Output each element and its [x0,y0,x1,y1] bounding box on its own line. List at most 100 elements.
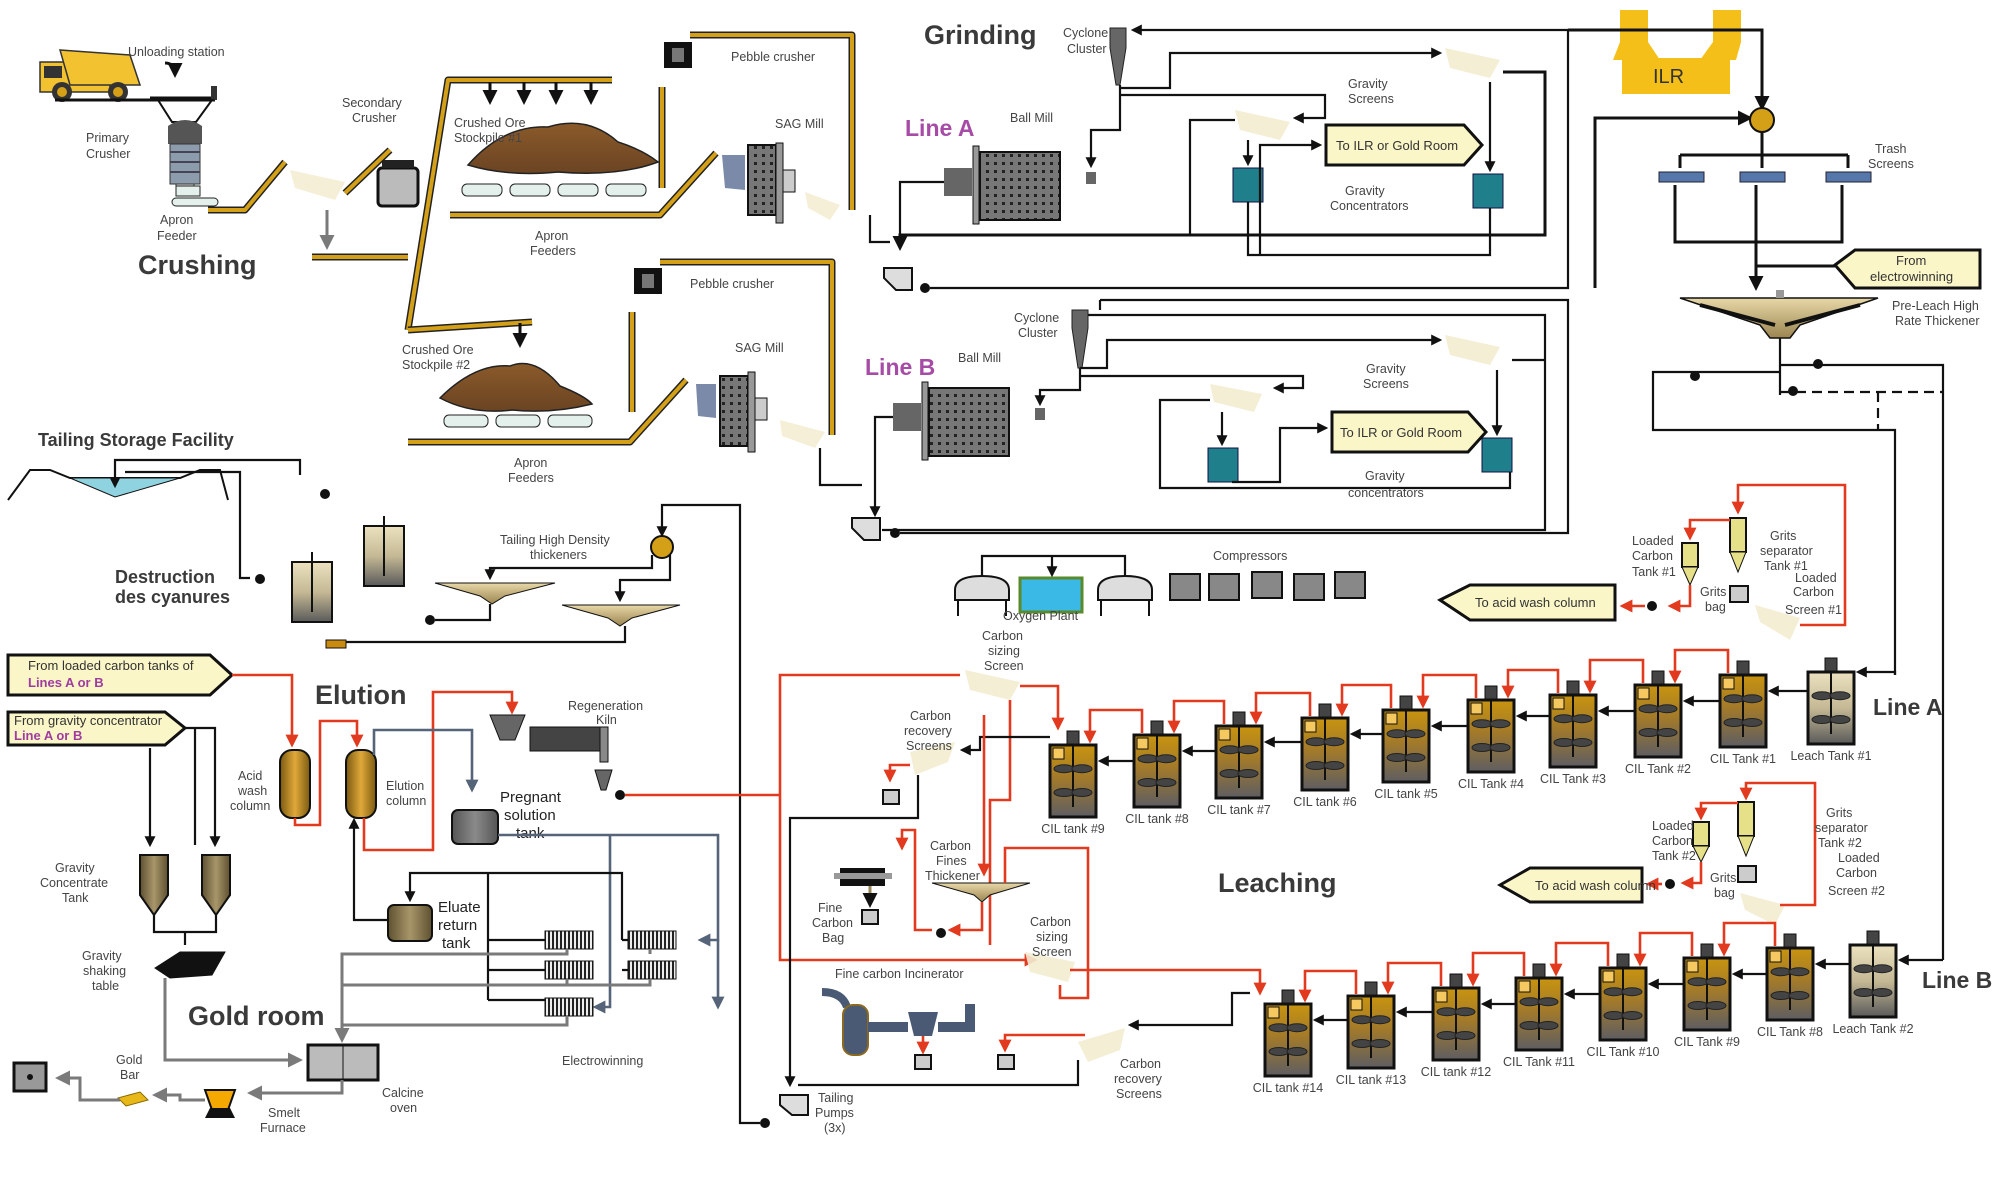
carbon-recovery-a-label-2: recovery [904,724,953,738]
carbon-transfer [1549,941,1610,977]
cil-tank-a-3: CIL Tank #3 [1540,680,1606,786]
flow-line [1678,132,1850,168]
grits-bag-1-icon [1729,585,1749,603]
carbon-transfer [1381,961,1443,995]
carbon-sizing-b-label-3: Screen [1032,945,1072,959]
pebble-crusher-b-label: Pebble crusher [690,277,774,291]
svg-text:Line A or B: Line A or B [14,728,82,743]
pump-icon [320,489,330,499]
carbon-transfer [1298,969,1358,1003]
carbon-fines-label-3: Thickener [925,869,980,883]
cil-tank-a-8: CIL tank #8 [1125,720,1189,826]
sag-mill-a-label: SAG Mill [775,117,824,131]
distribution-box-icon [1749,107,1775,133]
feeder-conveyor-2 [408,377,689,446]
carbon-transfer [1501,668,1560,699]
gold-sludge-line [340,949,652,1030]
section-title-elution: Elution [315,680,406,710]
calcine-oven-label-1: Calcine [382,1086,424,1100]
gravity-screens-b-label-2: Screens [1363,377,1409,391]
carbon-flow-line [1070,968,1267,996]
acid-wash-label-3: column [230,799,270,813]
flow-line [1258,139,1323,255]
ilr-area: ILR Trash Screens From electrowinning Pr… [1568,10,1982,960]
pre-leach-thickener-icon [1679,290,1879,339]
sump-pump-b-icon [851,517,900,541]
tailing-thickeners-label-2: thickeners [530,548,587,562]
carbon-sizing-a-label-1: Carbon [982,629,1023,643]
svg-text:To acid wash column: To acid wash column [1535,878,1656,893]
eluate-return-tank-icon [387,904,433,942]
ilr-icon [1613,10,1741,94]
main-conveyor [404,76,612,334]
flow-line [109,458,302,489]
loaded-carbon-tank-2-label-1: Loaded [1652,819,1694,833]
elution-column-label-2: column [386,794,426,808]
distribution-box-icon [650,535,674,559]
stockpile-1-label-1: Crushed Ore [454,116,526,130]
loaded-carbon-tank-2-label-2: Carbon [1652,834,1693,848]
fine-carbon-bag-label-2: Carbon [812,916,853,930]
carbon-fines-label-1: Carbon [930,839,971,853]
solution-flow-line [372,728,479,793]
screen-icon [805,192,840,220]
cil-tank-b-5-label: CIL tank #12 [1421,1065,1491,1079]
sump-icon [325,639,347,649]
conveyor [312,147,408,261]
elution-column-icon [345,749,377,819]
leach-line-a-label: Line A [1873,694,1942,720]
shaking-table-label-3: table [92,979,119,993]
cyclone-b-label-1: Cyclone [1014,311,1059,325]
flow-line [152,915,218,945]
cyclone-a-icon [1109,27,1127,86]
calcine-oven-label-2: oven [390,1101,417,1115]
svg-text:From: From [1896,253,1926,268]
screen-icon [290,170,345,200]
leach-line-b-label: Line B [1922,967,1992,993]
pump-icon [936,928,946,938]
carbon-recovery-screen-a-icon [910,742,955,775]
tailing-storage-title: Tailing Storage Facility [38,430,234,450]
oxygen-plant-icon [954,554,1153,616]
gold-bar-icon [117,1091,149,1107]
carbon-sizing-b-label-2: sizing [1036,930,1068,944]
gct-label-2: Concentrate [40,876,108,890]
carbon-transfer [1466,951,1526,987]
carbon-recovery-b-label-1: Carbon [1120,1057,1161,1071]
loaded-carbon-screen-1-label-2: Carbon [1793,585,1834,599]
tailing-thickeners-label-1: Tailing High Density [500,533,611,547]
cil-tank-a-6: CIL tank #6 [1293,703,1357,809]
carbon-transfer [1583,658,1645,694]
fine-carbon-incinerator-icon [821,988,975,1056]
carbon-flow-line [232,673,299,748]
svg-text:From gravity concentrator: From gravity concentrator [14,713,163,728]
pebble-crusher-b-icon [634,268,662,294]
pregnant-tank-label-2: solution [504,807,556,824]
grinding-line-b-label: Line B [865,354,935,380]
carbon-transfer [1167,699,1226,734]
grits-separator-2-label-3: Tank #2 [1818,836,1862,850]
pregnant-tank-label-3: tank [516,825,545,842]
ball-mill-b-icon [893,381,1045,461]
leach-tank-1-label: Leach Tank #1 [1790,749,1871,763]
trash-screens-label-2: Screens [1868,157,1914,171]
gold-flow-line [247,1080,344,1101]
cil-tank-b-6: CIL tank #13 [1336,981,1406,1087]
trash-screens-icons [1658,171,1872,183]
secondary-crusher-label-1: Secondary [342,96,403,110]
ball-mill-b-label: Ball Mill [958,351,1001,365]
carbon-transfer [1717,921,1777,957]
fine-carbon-bag-icon [861,909,879,925]
carbon-transfer [1416,673,1478,709]
cil-tank-b-2: CIL Tank #9 [1674,943,1740,1049]
carbon-recovery-screen-b-icon [1078,1028,1125,1062]
pump-icon [425,615,435,625]
svg-text:To ILR or Gold Room: To ILR or Gold Room [1340,425,1462,440]
sag-mill-a-icon [722,142,796,224]
trash-screens-label-1: Trash [1875,142,1907,156]
grits-separator-1-icon [1729,517,1747,574]
loaded-carbon-tank-2-icon [1692,821,1710,864]
tailing-thickener-1-icon [434,582,556,605]
cil-tank-b-7-label: CIL tank #14 [1253,1081,1323,1095]
